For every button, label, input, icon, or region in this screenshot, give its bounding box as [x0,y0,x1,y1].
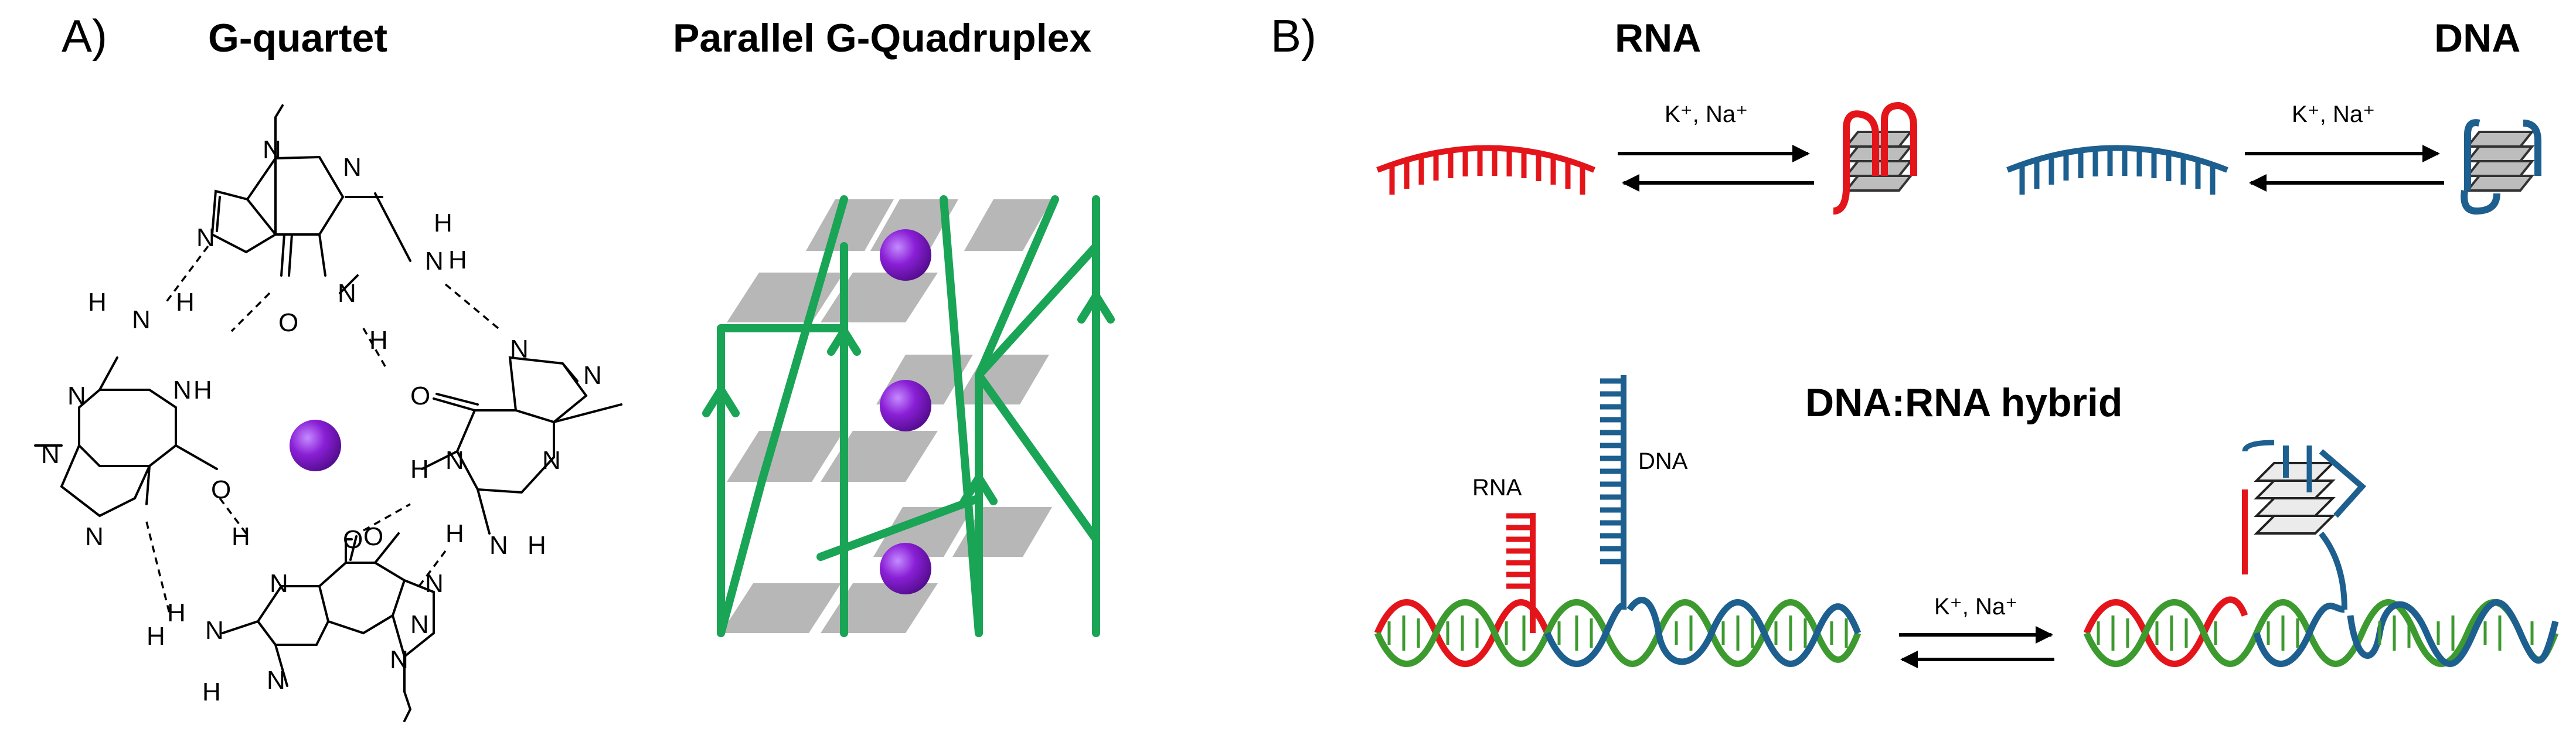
hydrogen-bonds [145,245,499,616]
hybrid-cation-label: K⁺, Na⁺ [1934,594,2017,620]
atom-h: H [410,455,429,484]
backbone-strands [717,195,1100,637]
atom-n: N [267,666,285,695]
g-quadruplex-model [702,195,1115,637]
rna-g-quadruplex [1833,101,1917,215]
guanine-top: N N N N N H H O H [196,104,467,355]
atom-h: H [448,246,467,274]
atom-h: H [434,209,452,237]
atom-n: N [445,446,464,475]
atom-o: O [410,382,430,410]
atom-n: N [425,247,444,276]
atom-h: H [232,522,250,551]
atom-h: H [88,288,107,317]
atom-h: H [193,376,212,404]
atom-h: H [445,519,464,548]
guanine-bottom: N N H H N N N O N H [147,525,444,722]
atom-h: H [176,288,195,317]
atom-h: H [369,326,388,355]
atom-n: N [510,335,529,363]
guanine-left: N H H N N H O N N H [34,288,250,551]
atom-n: N [390,645,409,674]
g-quartet-structure: N N N N N H H O H N H H N N H O N N H [34,104,622,722]
strand-direction-arrows [702,292,1115,505]
rna-equilibrium-arrows [1618,145,1814,192]
atom-n: N [85,522,104,551]
atom-n: N [263,135,281,164]
atom-n: N [489,531,508,560]
panel-b-label: B) [1271,10,1316,62]
atom-n: N [583,361,602,390]
rna-single-strand [1376,145,1595,195]
atom-n: N [343,153,362,182]
atom-h: H [147,622,165,651]
atom-h: H [528,531,546,560]
dna-g-quadruplex [2461,119,2541,215]
g-quartet-title: G-quartet [208,16,387,60]
hybrid-title: DNA:RNA hybrid [1805,380,2122,425]
panel-a-label: A) [62,10,107,62]
quartet-tiles [721,199,1052,633]
dna-cation-label: K⁺, Na⁺ [2292,101,2375,127]
atom-o: O [278,308,298,337]
atom-n: N [542,446,561,475]
quadruplex-title: Parallel G-Quadruplex [673,16,1091,60]
stacked-cations [880,229,931,594]
dna-equilibrium-arrows [2245,145,2444,192]
guanine-right: N N O N H N N H H O [363,335,622,560]
cation-1 [880,229,931,281]
cation-2 [880,380,931,431]
dna-title: DNA [2434,16,2520,60]
atom-n: N [196,223,215,252]
rna-cation-label: K⁺, Na⁺ [1665,101,1748,127]
rna-title: RNA [1615,16,1701,60]
atom-h: H [167,598,186,627]
atom-n: N [410,610,429,639]
atom-n: N [41,440,60,469]
quartet-cation [290,420,341,471]
cation-3 [880,543,931,594]
hybrid-dna-label: DNA [1638,448,1688,474]
atom-n: N [173,376,192,404]
atom-n: N [270,569,288,598]
r-loop-right-quadruplex [2083,440,2559,667]
atom-n: N [205,616,224,645]
hybrid-equilibrium-arrows [1899,626,2054,668]
atom-n: N [132,305,151,334]
atom-n: N [67,382,86,410]
r-loop-left [1374,375,1862,667]
hybrid-rna-label: RNA [1472,475,1522,501]
atom-o: O [343,525,363,554]
atom-h: H [202,678,221,706]
atom-o: O [363,522,383,551]
dna-single-strand [2006,145,2228,195]
